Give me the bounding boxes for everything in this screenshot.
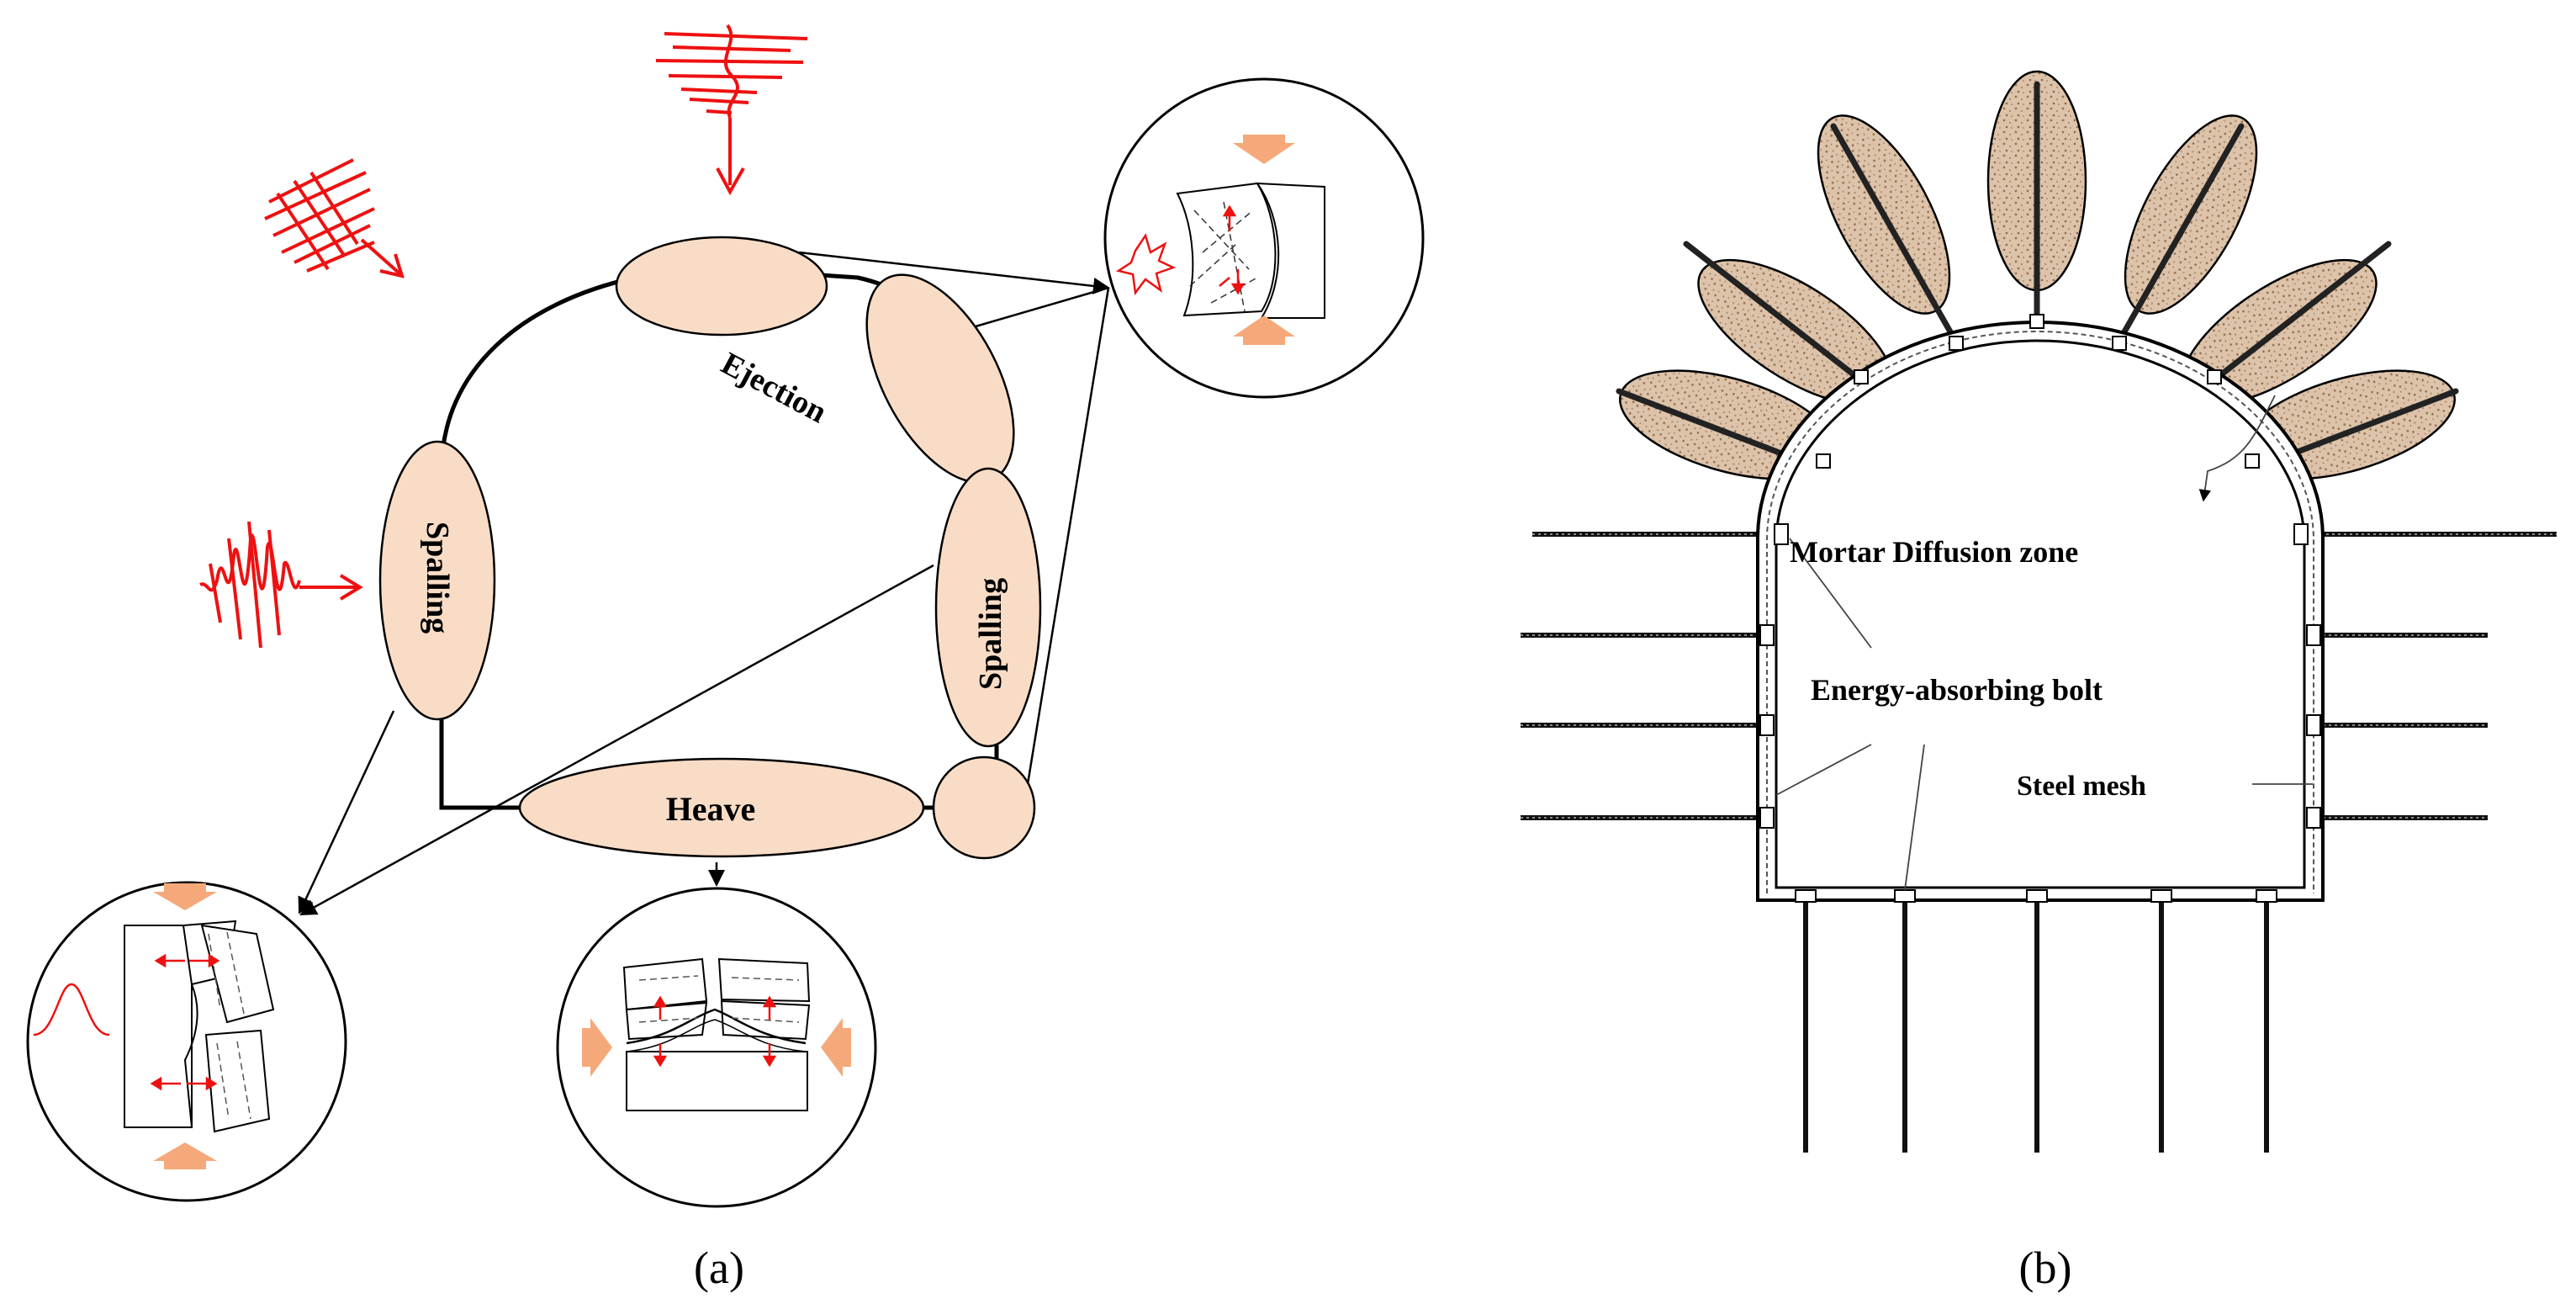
- energy-absorbing-bolts: [1616, 81, 2459, 470]
- panel-b: Mortar Diffusion zone Energy-absorbing b…: [1521, 70, 2557, 1293]
- zone-crown-right: [865, 273, 1015, 484]
- zone-right-wall: [934, 467, 1042, 748]
- label-spalling-right: Spalling: [973, 578, 1008, 690]
- panel-a: Ejection Spalling Spalling Heave: [26, 24, 1425, 1293]
- label-heave: Heave: [666, 790, 756, 828]
- zone-corner-right: [932, 755, 1036, 860]
- zone-floor: [518, 757, 925, 858]
- seismic-wave-diagonal-icon: [264, 158, 405, 278]
- detail-circle-spalling: [26, 881, 347, 1202]
- floor-anchor-bars: [1803, 900, 2269, 1153]
- side-anchor-bars-texture: [1521, 533, 2557, 819]
- zone-left-wall: [378, 440, 496, 721]
- label-ejection: Ejection: [716, 346, 833, 430]
- detail-circle-heave: [556, 887, 877, 1208]
- label-spalling-left: Spalling: [420, 522, 455, 633]
- caption-b: (b): [2019, 1243, 2072, 1293]
- seismic-wave-left-icon: [199, 521, 363, 649]
- caption-a: (a): [694, 1243, 744, 1293]
- detail-circle-ejection: [1103, 77, 1425, 399]
- connector-lines: [298, 251, 1110, 916]
- steel-mesh-layer: [1766, 330, 2314, 893]
- seismic-wave-top-icon: [655, 24, 808, 196]
- bolt-plates: [1759, 314, 2321, 903]
- label-steel-mesh: Steel mesh: [2017, 771, 2146, 802]
- label-energy-absorbing-bolt: Energy-absorbing bolt: [1811, 673, 2103, 707]
- leader-lines: [1775, 395, 2313, 891]
- zone-crown-top: [615, 236, 828, 337]
- tunnel-lining-inner: [1775, 339, 2306, 889]
- damage-zones: [378, 236, 1042, 860]
- label-mortar-diffusion-zone: Mortar Diffusion zone: [1790, 535, 2078, 569]
